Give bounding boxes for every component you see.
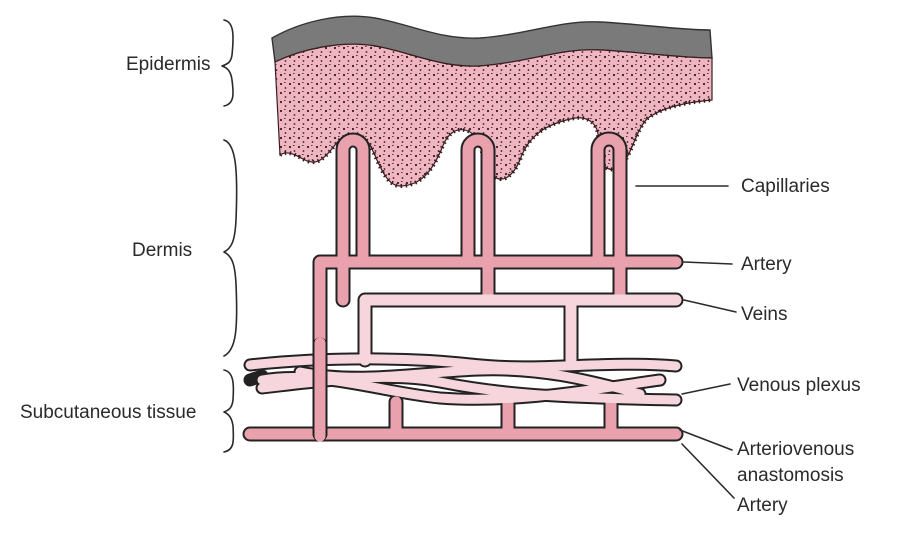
label-veins: Veins [741, 304, 787, 325]
dermis-brace [223, 139, 238, 357]
leader-venous-plexus [681, 383, 731, 395]
subcutaneous-brace [223, 369, 235, 453]
label-av-anastomosis-line1: Arteriovenous [737, 439, 854, 460]
label-artery-upper: Artery [741, 254, 792, 275]
label-av-anastomosis-line2: anastomosis [737, 465, 844, 486]
leader-av-anastomosis [679, 429, 733, 451]
label-epidermis: Epidermis [126, 54, 210, 75]
label-subcutaneous-tissue: Subcutaneous tissue [20, 402, 196, 423]
epidermis-brace [221, 19, 234, 107]
leader-veins [683, 299, 737, 313]
label-artery-lower: Artery [737, 495, 788, 516]
label-dermis: Dermis [132, 240, 192, 261]
leader-artery-upper [683, 261, 733, 265]
leader-artery-lower [681, 443, 735, 499]
label-venous-plexus: Venous plexus [737, 375, 861, 396]
vessel-network [242, 131, 684, 442]
label-capillaries: Capillaries [741, 176, 830, 197]
